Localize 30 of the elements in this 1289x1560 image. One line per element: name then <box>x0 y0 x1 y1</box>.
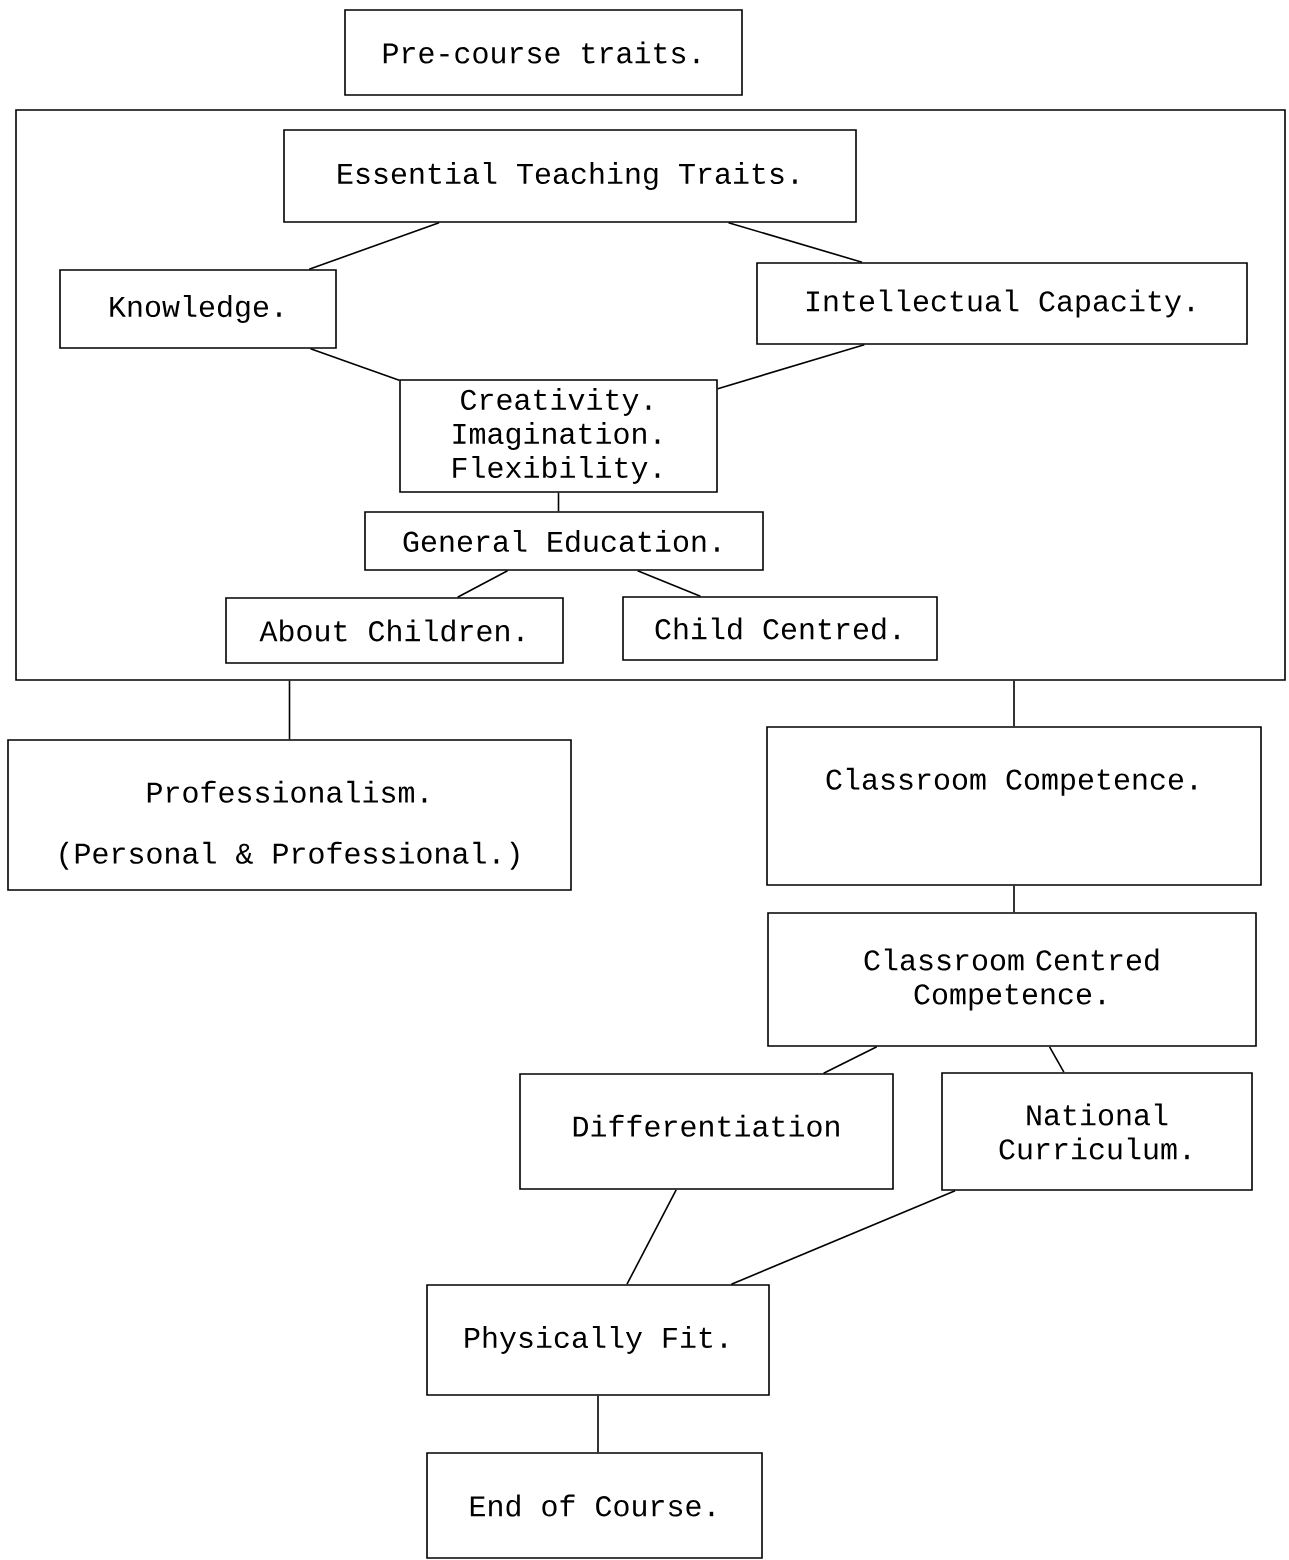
connector-line <box>1013 885 1015 913</box>
process-box: Creativity. Imagination. Flexibility. <box>399 379 718 493</box>
process-box: Differentiation <box>519 1073 894 1190</box>
process-box: Child Centred. <box>622 596 938 661</box>
title-box: Pre-course traits. <box>344 9 743 96</box>
connector-line <box>626 1189 677 1285</box>
connector-line <box>717 344 866 390</box>
connector-line <box>597 1395 599 1453</box>
connector-line <box>309 348 400 381</box>
connector-line <box>1013 680 1015 727</box>
connector-line <box>308 222 440 270</box>
process-box: Essential Teaching Traits. <box>283 129 857 223</box>
process-box: Intellectual Capacity. <box>756 262 1248 345</box>
process-box: Physically Fit. <box>426 1284 770 1396</box>
connector-line <box>822 1046 878 1074</box>
process-box: About Children. <box>225 597 564 664</box>
connector-line <box>727 222 863 263</box>
connector-line <box>557 492 560 512</box>
connector-line <box>288 680 291 740</box>
process-box: National Curriculum. <box>941 1072 1253 1191</box>
connector-line <box>1048 1046 1065 1073</box>
connector-line <box>456 570 509 598</box>
process-box: Classroom Competence. <box>766 726 1262 886</box>
process-box: Classroom Centred Competence. <box>767 912 1257 1047</box>
frame-box <box>15 109 1286 681</box>
process-box: Knowledge. <box>59 269 337 349</box>
connector-line <box>730 1190 956 1285</box>
process-box: Professionalism. (Personal & Professional.) <box>7 739 572 891</box>
process-box: General Education. <box>364 511 764 571</box>
process-box: End of Course. <box>426 1452 763 1559</box>
